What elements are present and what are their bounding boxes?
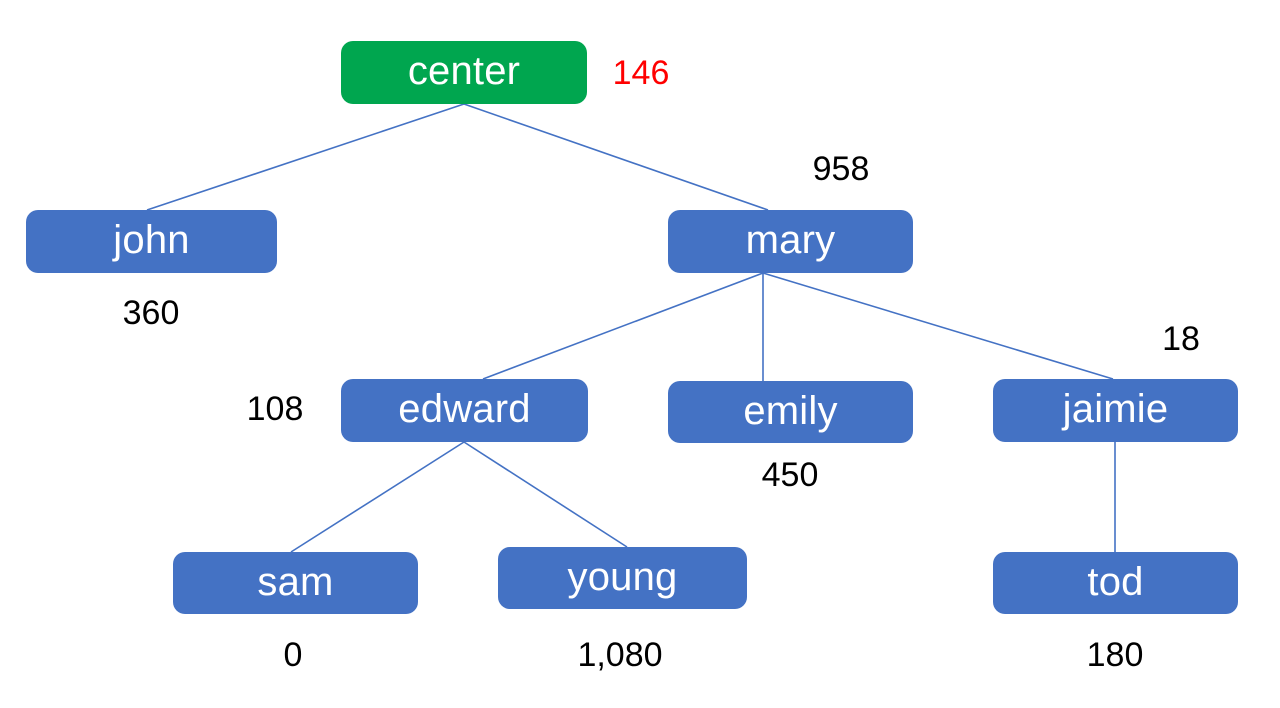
- value-label-jaimie: 18: [1162, 320, 1200, 358]
- value-label-emily: 450: [761, 456, 819, 494]
- node-tod[interactable]: tod: [993, 552, 1238, 614]
- value-label-edward: 108: [246, 390, 304, 428]
- value-label-tod: 180: [1086, 636, 1144, 674]
- value-label-john: 360: [122, 294, 180, 332]
- node-label-emily: emily: [743, 388, 838, 433]
- node-label-sam: sam: [257, 559, 334, 604]
- node-young[interactable]: young: [498, 547, 747, 609]
- edge-mary-to-jaimie: [762, 272, 1114, 380]
- value-label-young: 1,080: [577, 636, 663, 674]
- node-center[interactable]: center: [341, 41, 587, 104]
- node-sam[interactable]: sam: [173, 552, 418, 614]
- edge-center-to-john: [146, 103, 465, 211]
- node-label-tod: tod: [1087, 559, 1144, 604]
- value-label-mary: 958: [812, 150, 870, 188]
- node-label-center: center: [407, 49, 521, 93]
- edge-edward-to-young: [463, 441, 628, 548]
- node-mary[interactable]: mary: [668, 210, 913, 273]
- node-emily[interactable]: emily: [668, 381, 913, 443]
- value-label-sam: 0: [283, 636, 303, 674]
- node-label-edward: edward: [398, 387, 531, 431]
- edge-edward-to-sam: [290, 441, 465, 553]
- node-label-mary: mary: [745, 218, 836, 262]
- node-label-john: john: [113, 218, 190, 262]
- edge-center-to-mary: [463, 103, 769, 211]
- value-label-center: 146: [612, 54, 670, 92]
- node-john[interactable]: john: [26, 210, 277, 273]
- node-label-young: young: [567, 554, 678, 599]
- node-edward[interactable]: edward: [341, 379, 588, 442]
- edge-mary-to-edward: [482, 272, 764, 380]
- node-label-jaimie: jaimie: [1062, 387, 1169, 431]
- node-jaimie[interactable]: jaimie: [993, 379, 1238, 442]
